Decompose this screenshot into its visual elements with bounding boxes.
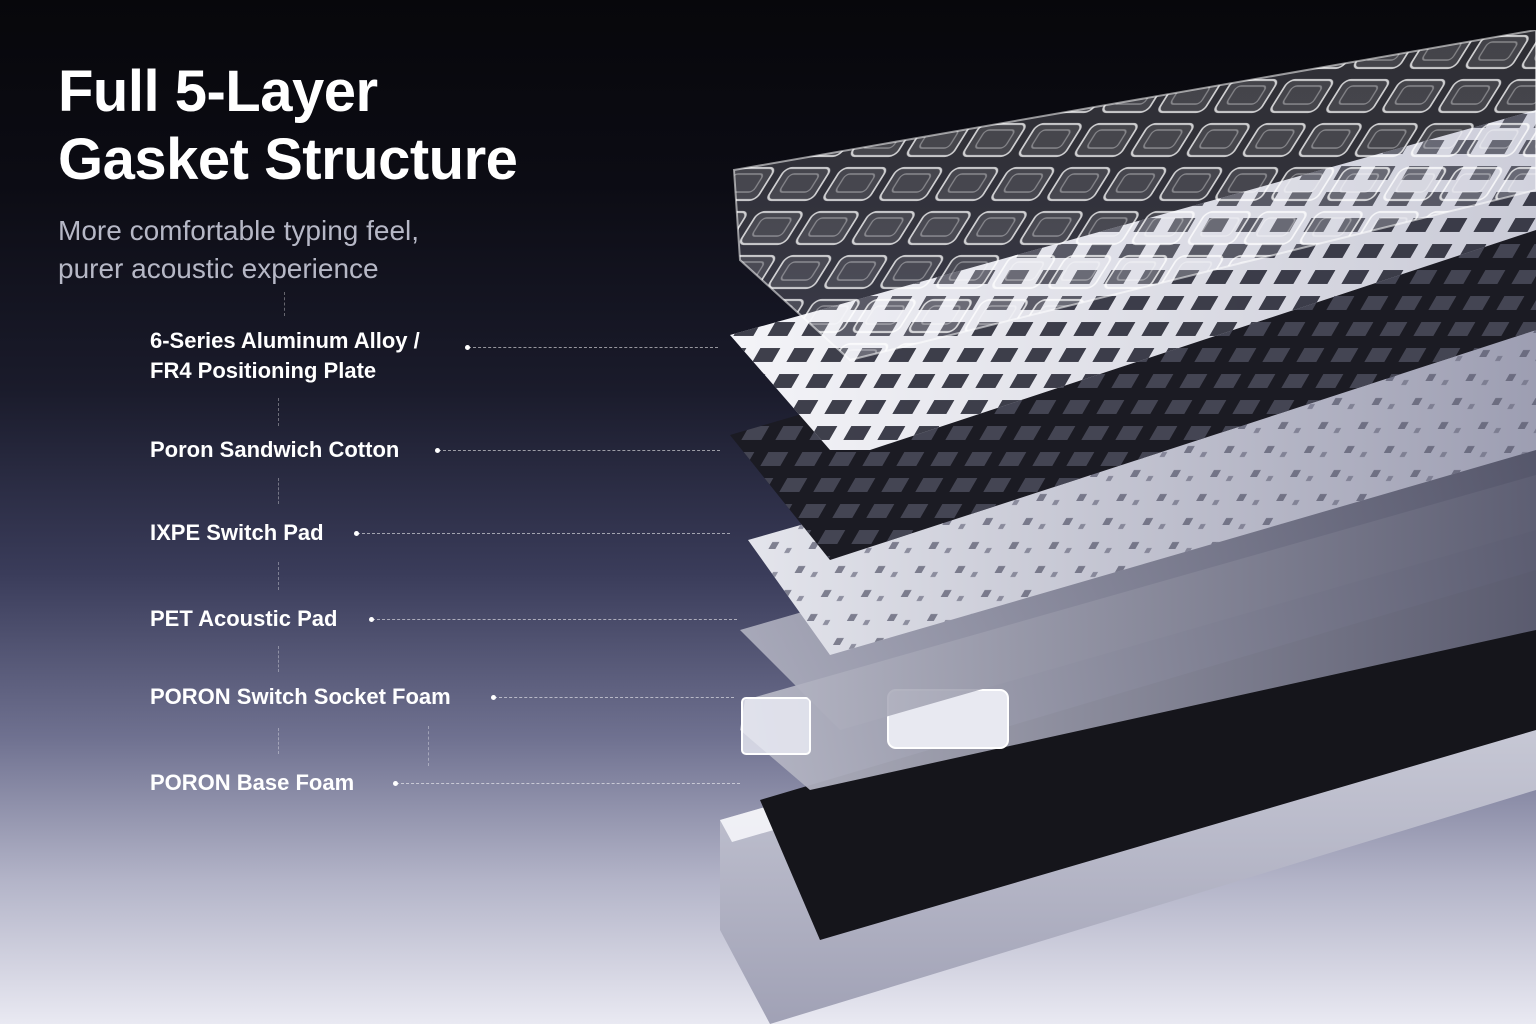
layer-label-switch-pad: IXPE Switch Pad [150,518,324,548]
layer-label-line: 6-Series Aluminum Alloy / [150,328,420,353]
page-subtitle: More comfortable typing feel, purer acou… [58,212,618,288]
connector-line [428,726,429,766]
subtitle-line-1: More comfortable typing feel, [58,215,420,246]
layer-label-acoustic-pad: PET Acoustic Pad [150,604,337,634]
side-clip [741,697,811,755]
layer-label-line: PET Acoustic Pad [150,606,338,631]
connector-line [278,728,279,754]
subtitle-line-2: purer acoustic experience [58,253,379,284]
title-line-1: Full 5-Layer [58,59,378,124]
title-line-2: Gasket Structure [58,127,518,192]
leader-line [369,617,737,622]
layer-label-line: PORON Switch Socket Foam [150,684,451,709]
exploded-keyboard-illustration [720,30,1536,1024]
leader-line [435,448,720,453]
leader-line [465,345,718,350]
connector-line [278,562,279,590]
layer-label-line: PORON Base Foam [150,770,355,795]
hero: Full 5-Layer Gasket Structure More comfo… [58,58,618,288]
leader-line [393,781,740,786]
layer-label-line: FR4 Positioning Plate [150,358,377,383]
page-title: Full 5-Layer Gasket Structure [58,58,618,194]
layer-label-base-foam: PORON Base Foam [150,768,354,798]
layer-label-line: IXPE Switch Pad [150,520,324,545]
layer-label-line: Poron Sandwich Cotton [150,437,400,462]
connector-line [278,398,279,426]
connector-line [278,646,279,672]
leader-line [491,695,734,700]
keycap-grid [734,30,1536,360]
connector-line [278,478,279,504]
layer-label-positioning-plate: 6-Series Aluminum Alloy / FR4 Positionin… [150,326,420,386]
connector-line [284,292,285,316]
leader-line [354,531,730,536]
layer-label-socket-foam: PORON Switch Socket Foam [150,682,451,712]
layer-label-sandwich-cotton: Poron Sandwich Cotton [150,435,399,465]
ixpe-switch-pad-dots [748,315,1536,655]
